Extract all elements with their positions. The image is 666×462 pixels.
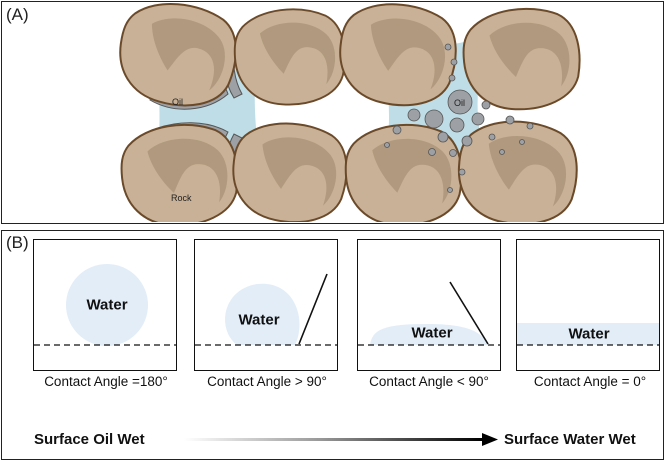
surface-water-wet-label: Surface Water Wet [504,431,636,448]
oil-droplets [384,43,534,193]
contact-angle-box-lt90: Water [357,239,501,371]
oil-label-right: Oil [454,98,465,108]
rock-label: Rock [171,193,192,203]
caption-0: Contact Angle = 0° [533,374,647,389]
water-label: Water [411,324,453,342]
water-label: Water [86,296,128,314]
caption-lt90: Contact Angle < 90° [369,374,489,389]
water-droplet [370,324,488,345]
droplet-diagram [195,273,337,346]
caption-gt90: Contact Angle > 90° [207,374,327,389]
caption-180: Contact Angle =180° [44,374,168,389]
rock-grain [116,118,244,232]
panel-a-label: (A) [6,5,29,24]
rock-grain [458,2,586,116]
surface-oil-wet-label: Surface Oil Wet [34,431,145,448]
oil-label-left: Oil [172,97,183,107]
rock-grain [228,118,351,227]
panel-b-label: (B) [6,233,29,252]
water-droplet [66,264,148,346]
pore-illustration: Oil Rock [112,0,586,232]
rock-grain [455,117,581,228]
droplet-diagram [517,323,659,346]
water-droplet [225,283,300,345]
tangent-line [298,273,328,345]
contact-angle-box-180: Water [33,239,177,371]
tangent-line [449,281,489,345]
rock-grain [333,0,462,112]
droplet-diagram [358,281,500,346]
water-film [517,323,659,345]
contact-angle-box-gt90: Water [194,239,338,371]
droplet-diagram [34,264,176,346]
water-label: Water [238,311,280,329]
wettability-arrow [184,433,498,446]
panel-b: (B) Water Contact Angle =180° Water Cont… [1,230,664,460]
contact-angle-box-0: Water [516,239,660,371]
water-label: Water [568,325,610,343]
panel-a: (A) Oil Rock [1,0,664,232]
